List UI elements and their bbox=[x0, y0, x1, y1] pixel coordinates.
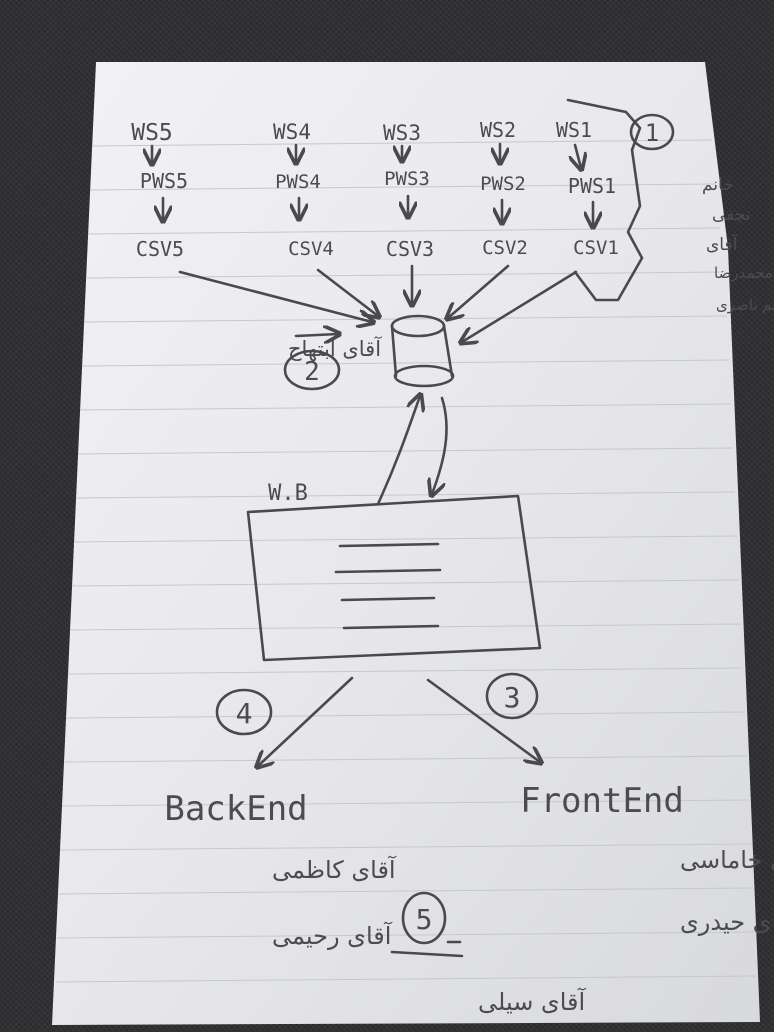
group1-name-1: خانم bbox=[702, 175, 734, 195]
frontend-title: FrontEnd bbox=[520, 781, 684, 821]
db-webbox-arrows bbox=[376, 396, 448, 506]
group1-bracket bbox=[566, 98, 644, 302]
csv-to-db-arrows bbox=[178, 264, 578, 342]
database-cylinder bbox=[390, 314, 455, 388]
csv2-label: CSV2 bbox=[482, 237, 528, 259]
backend-title: BackEnd bbox=[164, 789, 307, 829]
step-4-badge: 4 bbox=[215, 688, 273, 736]
step-2-badge: 2 bbox=[283, 349, 341, 391]
step-1-badge: 1 bbox=[629, 113, 675, 151]
web-box bbox=[246, 494, 542, 662]
svg-text:1: 1 bbox=[645, 119, 659, 147]
ws5-label: WS5 bbox=[131, 120, 173, 146]
step-5-underline bbox=[390, 940, 464, 958]
pws-to-csv-arrows bbox=[163, 194, 593, 226]
pws2-label: PWS2 bbox=[480, 173, 526, 195]
csv4-label: CSV4 bbox=[288, 238, 334, 260]
csv1-label: CSV1 bbox=[573, 237, 619, 259]
frontend-name-1: آقای خاماسی bbox=[680, 845, 774, 874]
group1-name-5: خانم ناصری bbox=[716, 296, 774, 314]
backend-name-2: آقای رحیمی bbox=[272, 921, 393, 950]
svg-text:3: 3 bbox=[504, 681, 521, 714]
group2-name: آقای ابتهاج bbox=[288, 336, 382, 362]
frontend-name-2: آقای حیدری bbox=[680, 907, 774, 936]
group1-name-3: آقای bbox=[706, 233, 739, 255]
step-5-badge: 5 bbox=[401, 891, 447, 945]
group1-name-2: نجفی bbox=[712, 205, 750, 225]
group5-name: آقای سیلی bbox=[478, 987, 587, 1016]
step-3-badge: 3 bbox=[485, 672, 539, 720]
group1-names: خانم نجفی آقای محمدرضا خانم ناصری bbox=[702, 175, 774, 314]
ruled-lines bbox=[55, 139, 758, 983]
csv3-label: CSV3 bbox=[386, 237, 434, 261]
ws4-label: WS4 bbox=[273, 120, 311, 144]
group2-arrow bbox=[294, 334, 338, 336]
pws1-label: PWS1 bbox=[568, 174, 616, 198]
svg-text:5: 5 bbox=[416, 903, 433, 936]
backend-name-1: آقای کاظمی bbox=[272, 855, 397, 884]
ws1-label: WS1 bbox=[556, 118, 592, 142]
ws2-label: WS2 bbox=[480, 118, 516, 142]
svg-text:4: 4 bbox=[236, 697, 253, 730]
ws3-label: WS3 bbox=[383, 121, 421, 145]
svg-text:2: 2 bbox=[304, 357, 320, 387]
web-box-label: W.B bbox=[268, 481, 308, 506]
pws5-label: PWS5 bbox=[140, 169, 188, 193]
group1-name-4: محمدرضا bbox=[714, 264, 773, 282]
pws3-label: PWS3 bbox=[384, 168, 430, 190]
pws4-label: PWS4 bbox=[275, 171, 321, 193]
csv5-label: CSV5 bbox=[136, 237, 184, 261]
ws-to-pws-arrows bbox=[152, 142, 581, 168]
webbox-output-arrows bbox=[258, 676, 540, 766]
